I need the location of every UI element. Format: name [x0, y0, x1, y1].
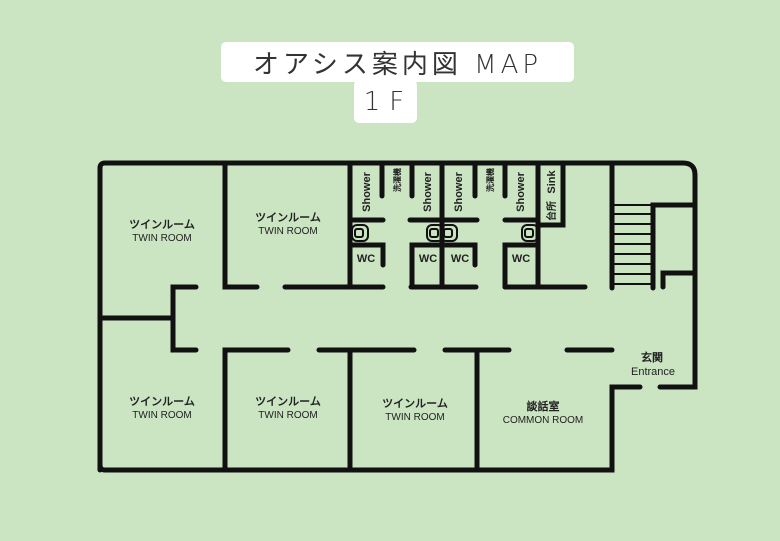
room-5-label-jp: ツインルーム: [382, 397, 448, 410]
common-room-label-en: COMMON ROOM: [503, 415, 584, 426]
walls: [97, 160, 698, 473]
room-4-label-jp: ツインルーム: [255, 395, 321, 408]
room-4-label-en: TWIN ROOM: [258, 410, 317, 421]
entrance-label-jp: 玄関: [641, 350, 663, 364]
room-1-label-en: TWIN ROOM: [132, 233, 191, 244]
kitchen-label: 台所: [545, 201, 558, 221]
shower-2-label: Shower: [422, 171, 434, 211]
room-1-label-jp: ツインルーム: [129, 218, 195, 231]
wc-1-label: WC: [357, 253, 375, 265]
stair-treads: [612, 204, 653, 285]
toilet-icon: [440, 224, 458, 242]
room-2-label-en: TWIN ROOM: [258, 226, 317, 237]
room-5-label-en: TWIN ROOM: [385, 412, 444, 423]
room-3-label-en: TWIN ROOM: [132, 410, 191, 421]
wc-2-label: WC: [419, 253, 437, 265]
room-3-label-jp: ツインルーム: [129, 395, 195, 408]
room-2-label-jp: ツインルーム: [255, 211, 321, 224]
entrance-label-en: Entrance: [631, 366, 675, 378]
wc-3-label: WC: [451, 253, 469, 265]
laundry-1-label: 洗濯機: [392, 168, 402, 192]
sink-label: Sink: [546, 170, 558, 194]
shower-3-label: Shower: [453, 171, 465, 211]
toilet-icon: [351, 224, 369, 242]
laundry-2-label: 洗濯機: [485, 168, 495, 192]
toilet-icons: [351, 224, 539, 242]
map-title: オアシス案内図 MAP: [221, 42, 574, 82]
common-room-label-jp: 談話室: [527, 399, 560, 413]
wc-4-label: WC: [512, 253, 530, 265]
toilet-icon: [521, 224, 539, 242]
shower-1-label: Shower: [361, 171, 373, 211]
shower-4-label: Shower: [515, 171, 527, 211]
floor-label: 1F: [354, 80, 417, 123]
